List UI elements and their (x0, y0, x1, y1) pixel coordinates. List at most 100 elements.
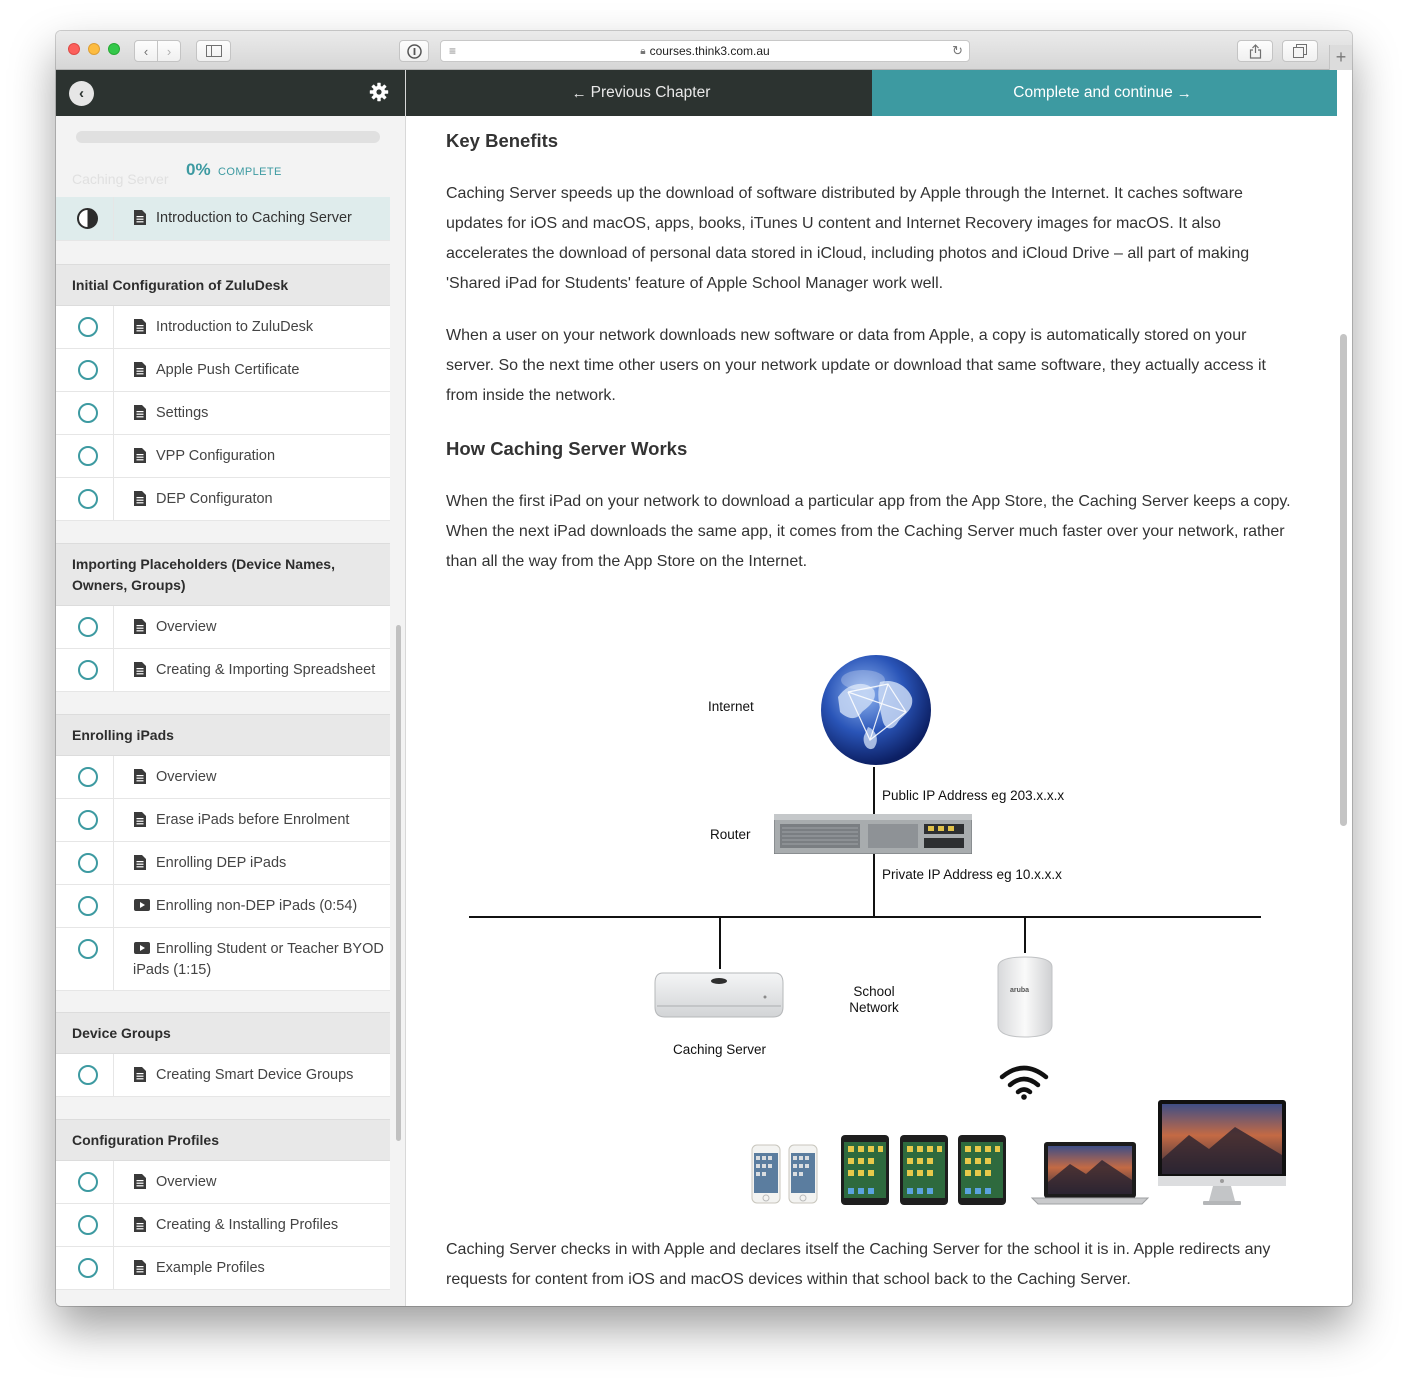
sidebar-toggle-button[interactable] (196, 40, 231, 62)
share-button[interactable] (1237, 40, 1273, 62)
school-network-label: School Network (849, 984, 899, 1015)
lecture-item[interactable]: Creating & Installing Profiles (56, 1204, 390, 1247)
browser-forward-button[interactable]: › (157, 40, 181, 62)
lecture-item-current[interactable]: Introduction to Caching Server (56, 197, 390, 241)
status-column (56, 756, 114, 798)
reader-list-icon[interactable]: ≡ (449, 44, 457, 58)
ipad-icon (900, 1135, 948, 1205)
content-scrollbar[interactable] (1340, 334, 1347, 826)
zoom-window-button[interactable] (108, 43, 120, 55)
incomplete-circle-icon (78, 1215, 98, 1235)
lecture-title: Settings (156, 405, 209, 421)
status-column (56, 885, 114, 927)
previous-chapter-label: Previous Chapter (590, 84, 711, 101)
chevron-right-icon: › (166, 43, 172, 59)
show-tabs-button[interactable] (1282, 40, 1318, 62)
document-icon (134, 1067, 146, 1087)
complete-and-continue-label: Complete and continue (1013, 84, 1173, 101)
heading-key-benefits: Key Benefits (446, 130, 559, 151)
gear-icon[interactable] (369, 82, 389, 102)
uplink-line (873, 767, 875, 815)
lecture-item[interactable]: Creating Smart Device Groups (56, 1054, 390, 1097)
lecture-item[interactable]: Overview (56, 756, 390, 799)
section-title: Importing Placeholders (Device Names, Ow… (56, 543, 390, 606)
progress-bar (76, 131, 380, 143)
browser-toolbar: ‹ › ≡ 🔒︎ courses.think3.com.au ↻ + (56, 31, 1352, 70)
lecture-item[interactable]: Apple Push Certificate (56, 349, 390, 392)
incomplete-circle-icon (78, 660, 98, 680)
course-title-faded: Caching Server (72, 171, 169, 187)
globe-icon (821, 655, 931, 765)
incomplete-circle-icon (78, 1258, 98, 1278)
paragraph-1: Caching Server speeds up the download of… (446, 185, 1250, 292)
document-icon (134, 210, 146, 230)
lecture-item[interactable]: Overview (56, 606, 390, 649)
status-column (56, 1204, 114, 1246)
paragraph-4: Caching Server checks in with Apple and … (446, 1241, 1271, 1288)
document-icon (134, 619, 146, 639)
status-column (56, 306, 114, 348)
tabs-icon (1293, 44, 1307, 58)
status-column (56, 649, 114, 691)
lecture-item[interactable]: DEP Configuraton (56, 478, 390, 521)
lecture-item[interactable]: Settings (56, 392, 390, 435)
sidebar-scrollbar[interactable] (396, 625, 401, 1141)
incomplete-circle-icon (78, 810, 98, 830)
status-column (56, 435, 114, 477)
paragraph-3: When the first iPad on your network to d… (446, 493, 1291, 570)
chevron-left-icon: ‹ (143, 43, 149, 59)
document-icon (134, 1217, 146, 1237)
incomplete-circle-icon (78, 939, 98, 959)
heading-how-it-works: How Caching Server Works (446, 438, 688, 459)
lecture-item[interactable]: Erase iPads before Enrolment (56, 799, 390, 842)
lecture-item[interactable]: Introduction to ZuluDesk (56, 306, 390, 349)
lecture-title: DEP Configuraton (156, 491, 273, 507)
complete-and-continue-button[interactable]: Complete and continue → (872, 70, 1337, 116)
lecture-item[interactable]: Enrolling DEP iPads (56, 842, 390, 885)
incomplete-circle-icon (78, 1065, 98, 1085)
new-tab-button[interactable]: + (1329, 45, 1352, 70)
privacy-report-button[interactable] (399, 40, 429, 62)
half-complete-icon (77, 208, 98, 229)
lecture-item[interactable]: Creating & Importing Spreadsheet (56, 649, 390, 692)
reload-icon[interactable]: ↻ (952, 43, 963, 58)
ipad-icon (958, 1135, 1006, 1205)
lecture-title: Introduction to Caching Server (156, 210, 352, 226)
downlink-line (873, 854, 875, 917)
lecture-item[interactable]: Enrolling non-DEP iPads (0:54) (56, 885, 390, 928)
incomplete-circle-icon (78, 489, 98, 509)
previous-chapter-button[interactable]: ← Previous Chapter (406, 70, 872, 116)
progress-label: 0% COMPLETE (186, 160, 282, 180)
lecture-title: VPP Configuration (156, 448, 276, 464)
section-title: Initial Configuration of ZuluDesk (56, 264, 390, 306)
ipad-icon (841, 1135, 889, 1205)
lecture-item[interactable]: Enrolling Student or Teacher BYOD iPads … (56, 928, 390, 991)
chevron-left-icon: ‹ (79, 85, 84, 102)
address-bar[interactable]: ≡ 🔒︎ courses.think3.com.au ↻ (440, 40, 970, 62)
sidebar-icon (205, 45, 222, 57)
lecture-title: Enrolling non-DEP iPads (0:54) (156, 898, 358, 914)
lecture-item[interactable]: Overview (56, 1161, 390, 1204)
course-sidebar: ‹ Caching Server 0% (56, 70, 406, 1306)
info-circle-icon (406, 43, 422, 59)
incomplete-circle-icon (78, 446, 98, 466)
course-progress: Caching Server 0% COMPLETE (56, 116, 390, 195)
public-ip-label: Public IP Address eg 203.x.x.x (882, 788, 1065, 803)
lecture-item[interactable]: Example Profiles (56, 1247, 390, 1290)
document-icon (134, 362, 146, 382)
lecture-title: Apple Push Certificate (156, 362, 300, 378)
section-title: Configuration Profiles (56, 1119, 390, 1161)
server-drop-line (719, 917, 721, 969)
close-window-button[interactable] (68, 43, 80, 55)
incomplete-circle-icon (78, 617, 98, 637)
macbook-icon (1030, 1142, 1150, 1205)
progress-complete-label: COMPLETE (218, 166, 282, 178)
plus-icon: + (1335, 47, 1347, 67)
lecture-item[interactable]: VPP Configuration (56, 435, 390, 478)
browser-back-button[interactable]: ‹ (134, 40, 158, 62)
video-icon (134, 898, 150, 916)
lock-icon: 🔒︎ (640, 45, 646, 57)
back-to-course-button[interactable]: ‹ (69, 81, 94, 106)
incomplete-circle-icon (78, 767, 98, 787)
minimize-window-button[interactable] (88, 43, 100, 55)
